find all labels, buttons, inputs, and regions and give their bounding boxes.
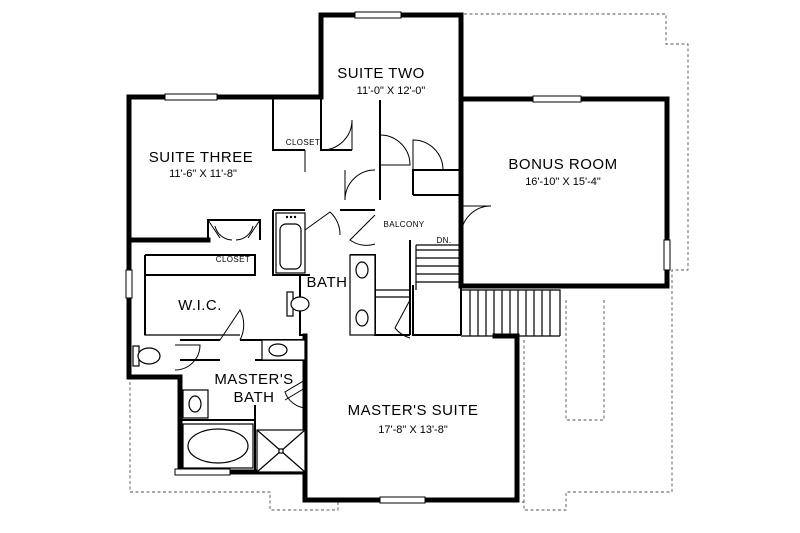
stairs xyxy=(415,244,561,337)
closet-upper-label: CLOSET xyxy=(286,138,320,147)
bath-name: BATH xyxy=(307,274,348,291)
suite-two-dims: 11'-0" X 12'-0" xyxy=(357,85,426,97)
masters-bath-label-line2: BATH xyxy=(234,389,275,406)
roof-outline xyxy=(129,13,689,511)
closet-lower-label: CLOSET xyxy=(216,255,250,264)
interior-walls xyxy=(144,97,462,472)
suite-two-name: SUITE TWO xyxy=(337,65,425,82)
suite-three-dims: 11'-6" X 11'-8" xyxy=(169,168,237,180)
stair-down-label: DN. xyxy=(437,236,452,245)
windows xyxy=(125,11,671,504)
balcony-label: BALCONY xyxy=(383,220,424,229)
masters-bath-label-line1: MASTER'S xyxy=(214,371,293,388)
fixtures xyxy=(132,212,376,473)
masters-suite-name: MASTER'S SUITE xyxy=(348,402,479,419)
room-labels: SUITE TWO 11'-0" X 12'-0" SUITE THREE 11… xyxy=(149,65,617,436)
wic-name: W.I.C. xyxy=(178,297,222,314)
bonus-room-name: BONUS ROOM xyxy=(508,156,617,173)
doors xyxy=(174,119,492,440)
bonus-room-dims: 16'-10" X 15'-4" xyxy=(525,176,601,188)
masters-suite-dims: 17'-8" X 13'-8" xyxy=(378,424,448,436)
suite-three-name: SUITE THREE xyxy=(149,149,253,166)
